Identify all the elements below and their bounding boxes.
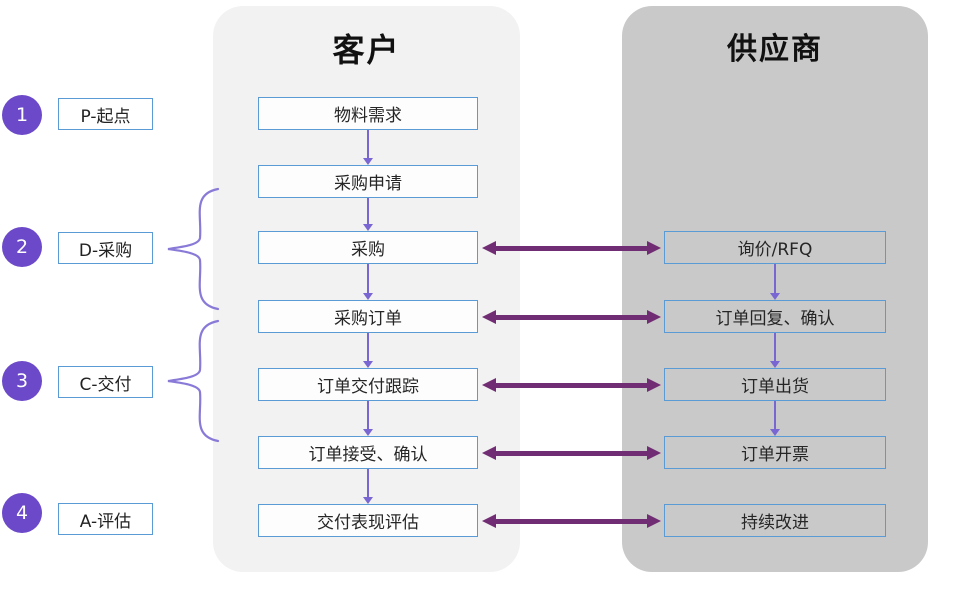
flow-down-arrow-icon	[363, 469, 373, 504]
phase-1-circle: 1	[2, 95, 42, 135]
customer-step-material-demand: 物料需求	[258, 97, 478, 130]
phase-2-label: D-采购	[58, 232, 153, 264]
phase-3-label: C-交付	[58, 366, 153, 398]
flow-down-arrow-icon	[363, 401, 373, 436]
curly-brace-icon	[167, 319, 220, 443]
exchange-double-arrow-icon	[482, 310, 661, 324]
supplier-step-order-shipment: 订单出货	[664, 368, 886, 401]
customer-lane-title: 客户	[332, 31, 401, 69]
phase-4-circle: 4	[2, 493, 42, 533]
customer-step-order-acceptance: 订单接受、确认	[258, 436, 478, 469]
exchange-double-arrow-icon	[482, 241, 661, 255]
phase-4-label: A-评估	[58, 503, 153, 535]
flow-down-arrow-icon	[363, 198, 373, 231]
supplier-step-order-invoicing: 订单开票	[664, 436, 886, 469]
flow-down-arrow-icon	[770, 401, 780, 436]
supplier-step-rfq: 询价/RFQ	[664, 231, 886, 264]
supplier-step-order-confirmation: 订单回复、确认	[664, 300, 886, 333]
curly-brace-icon	[167, 187, 220, 311]
customer-step-delivery-tracking: 订单交付跟踪	[258, 368, 478, 401]
supplier-step-continuous-improvement: 持续改进	[664, 504, 886, 537]
supplier-lane-title: 供应商	[727, 32, 823, 67]
phase-2-circle: 2	[2, 227, 42, 267]
exchange-double-arrow-icon	[482, 378, 661, 392]
customer-step-delivery-evaluation: 交付表现评估	[258, 504, 478, 537]
flow-down-arrow-icon	[770, 264, 780, 300]
flow-down-arrow-icon	[363, 333, 373, 368]
customer-step-purchasing: 采购	[258, 231, 478, 264]
phase-1-label: P-起点	[58, 98, 153, 130]
flow-down-arrow-icon	[770, 333, 780, 368]
customer-step-purchase-order: 采购订单	[258, 300, 478, 333]
flow-down-arrow-icon	[363, 264, 373, 300]
exchange-double-arrow-icon	[482, 514, 661, 528]
exchange-double-arrow-icon	[482, 446, 661, 460]
flow-down-arrow-icon	[363, 130, 373, 165]
customer-step-purchase-request: 采购申请	[258, 165, 478, 198]
phase-3-circle: 3	[2, 361, 42, 401]
